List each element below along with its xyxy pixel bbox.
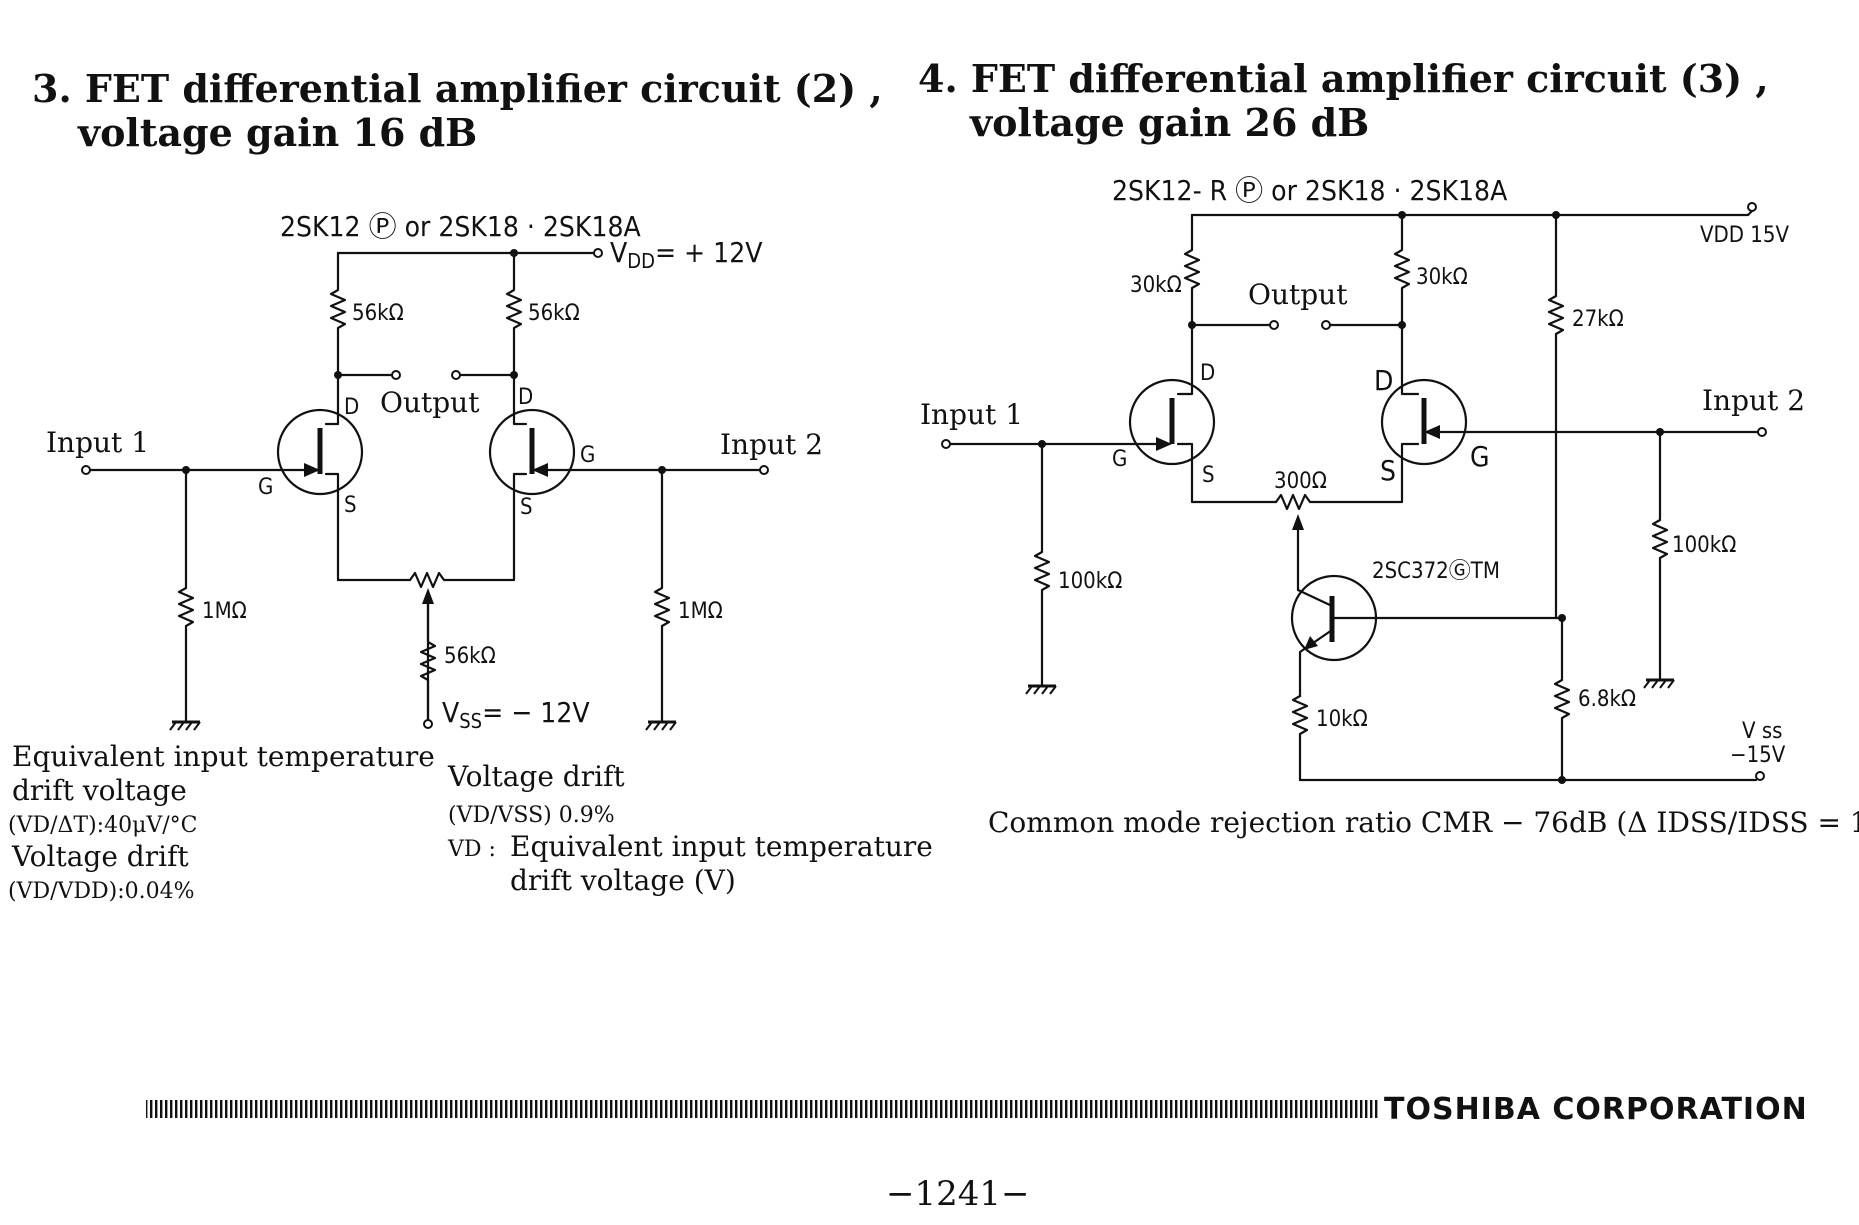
footer: TOSHIBA CORPORATION −1241−: [146, 1092, 1808, 1214]
left-drain-resistor: [329, 251, 347, 377]
svg-text:VD :: VD :: [447, 837, 496, 862]
right-gate-resistor-right: [1651, 430, 1669, 682]
right-input1-terminal[interactable]: [941, 439, 951, 449]
ground-icon: [168, 720, 202, 732]
bias-resistor-top: [1547, 213, 1565, 620]
left-input2-terminal[interactable]: [759, 465, 769, 475]
right-transistor-label: 2SC372ⒼTM: [1372, 559, 1500, 584]
right-fet-right: [1380, 378, 1468, 466]
right-input1-label: Input 1: [920, 398, 1023, 431]
svg-text:10kΩ: 10kΩ: [1316, 707, 1368, 732]
left-r-source: 56kΩ: [444, 644, 496, 669]
footer-brand: TOSHIBA CORPORATION: [1384, 1092, 1808, 1127]
left-r-drain-right: 56kΩ: [528, 301, 580, 326]
bias-resistor-bottom: [1553, 616, 1571, 782]
svg-text:(VD/VSS) 0.9%: (VD/VSS) 0.9%: [448, 803, 615, 828]
svg-text:drift voltage (V): drift voltage (V): [510, 864, 736, 897]
left-input1-label: Input 1: [46, 426, 149, 459]
left-vdd-label: VDD= + 12V: [610, 236, 763, 273]
left-circuit: 2SK12 Ⓟ or 2SK18 · 2SK18A VDD= + 12V 56k…: [46, 210, 823, 733]
left-notes: Equivalent input temperature drift volta…: [8, 740, 933, 904]
svg-text:Voltage drift: Voltage drift: [447, 760, 625, 793]
right-output-terminal-left[interactable]: [1269, 320, 1279, 330]
ground-icon: [644, 720, 678, 732]
right-drain-resistor: [505, 251, 523, 377]
output-terminal-right[interactable]: [451, 370, 461, 380]
left-title-line1: 3. FET differential amplifier circuit (2…: [32, 66, 883, 111]
right-title-line2: voltage gain 26 dB: [969, 100, 1369, 145]
svg-text:100kΩ: 100kΩ: [1058, 569, 1122, 594]
left-input1-terminal[interactable]: [81, 465, 91, 475]
right-trim-potentiometer: [1274, 493, 1328, 511]
output-terminal-left[interactable]: [391, 370, 401, 380]
fet-right: [488, 408, 576, 496]
right-input2-terminal[interactable]: [1757, 427, 1767, 437]
right-gate-resistor-left: [1033, 442, 1051, 688]
svg-text:−15V: −15V: [1730, 743, 1786, 768]
svg-text:V ss: V ss: [1742, 719, 1782, 744]
source-resistor: [419, 598, 437, 722]
page-number: −1241−: [886, 1174, 1030, 1214]
emitter-resistor: [1291, 694, 1309, 782]
svg-text:27kΩ: 27kΩ: [1572, 307, 1624, 332]
right-output-terminal-right[interactable]: [1321, 320, 1331, 330]
right-part-label: 2SK12- R Ⓟ or 2SK18 · 2SK18A: [1112, 174, 1508, 207]
svg-text:drift voltage: drift voltage: [12, 774, 187, 807]
svg-text:Equivalent input temperature: Equivalent input temperature: [12, 740, 435, 773]
left-title-line2: voltage gain 16 dB: [77, 110, 477, 155]
svg-text:G: G: [258, 475, 273, 500]
svg-text:G: G: [580, 443, 595, 468]
vdd-terminal: [593, 248, 603, 258]
fet-left: [276, 408, 364, 496]
svg-text:1MΩ: 1MΩ: [678, 599, 723, 624]
right-vdd-label: VDD 15V: [1700, 223, 1789, 248]
svg-text:Voltage drift: Voltage drift: [11, 840, 189, 873]
svg-text:G: G: [1470, 440, 1490, 473]
svg-text:30kΩ: 30kΩ: [1416, 265, 1468, 290]
svg-text:(VD/VDD):0.04%: (VD/VDD):0.04%: [8, 879, 195, 904]
ground-icon: [1642, 678, 1676, 690]
right-left-drain-resistor: [1183, 213, 1201, 327]
left-input2-label: Input 2: [720, 428, 823, 461]
right-vdd-terminal: [1747, 202, 1757, 212]
svg-text:D: D: [1200, 361, 1215, 386]
svg-text:6.8kΩ: 6.8kΩ: [1578, 687, 1636, 712]
svg-text:30kΩ: 30kΩ: [1130, 273, 1182, 298]
right-vss-terminal: [1755, 771, 1765, 781]
right-gate-resistor: [653, 468, 671, 724]
left-output-label: Output: [380, 386, 480, 419]
left-gate-resistor: [177, 468, 195, 724]
svg-text:(VD/ΔT):40μV/°C: (VD/ΔT):40μV/°C: [8, 813, 198, 838]
left-part-label: 2SK12 Ⓟ or 2SK18 · 2SK18A: [280, 210, 641, 243]
svg-text:G: G: [1112, 447, 1127, 472]
right-output-label: Output: [1248, 278, 1348, 311]
svg-text:300Ω: 300Ω: [1274, 469, 1327, 494]
svg-text:S: S: [344, 493, 357, 518]
svg-text:S: S: [520, 495, 533, 520]
right-fet-left: [1128, 378, 1216, 466]
left-r-drain-left: 56kΩ: [352, 301, 404, 326]
right-title-line1: 4. FET differential amplifier circuit (3…: [918, 56, 1769, 101]
svg-text:Equivalent input temperature: Equivalent input temperature: [510, 830, 933, 863]
right-right-drain-resistor: [1393, 213, 1411, 327]
svg-text:D: D: [344, 395, 359, 420]
svg-text:100kΩ: 100kΩ: [1672, 533, 1736, 558]
source-potentiometer: [336, 571, 516, 589]
right-input2-label: Input 2: [1702, 384, 1805, 417]
svg-text:D: D: [1374, 364, 1393, 397]
left-vss-label: VSS= − 12V: [442, 696, 590, 733]
ground-icon: [1024, 684, 1058, 696]
svg-text:D: D: [518, 385, 533, 410]
svg-text:S: S: [1202, 463, 1215, 488]
right-circuit: 2SK12- R Ⓟ or 2SK18 · 2SK18A VDD 15V 30k…: [920, 174, 1859, 839]
svg-text:S: S: [1380, 454, 1396, 487]
vss-terminal: [423, 719, 433, 729]
right-cmrr: Common mode rejection ratio CMR − 76dB (…: [988, 806, 1859, 839]
svg-text:1MΩ: 1MΩ: [202, 599, 247, 624]
